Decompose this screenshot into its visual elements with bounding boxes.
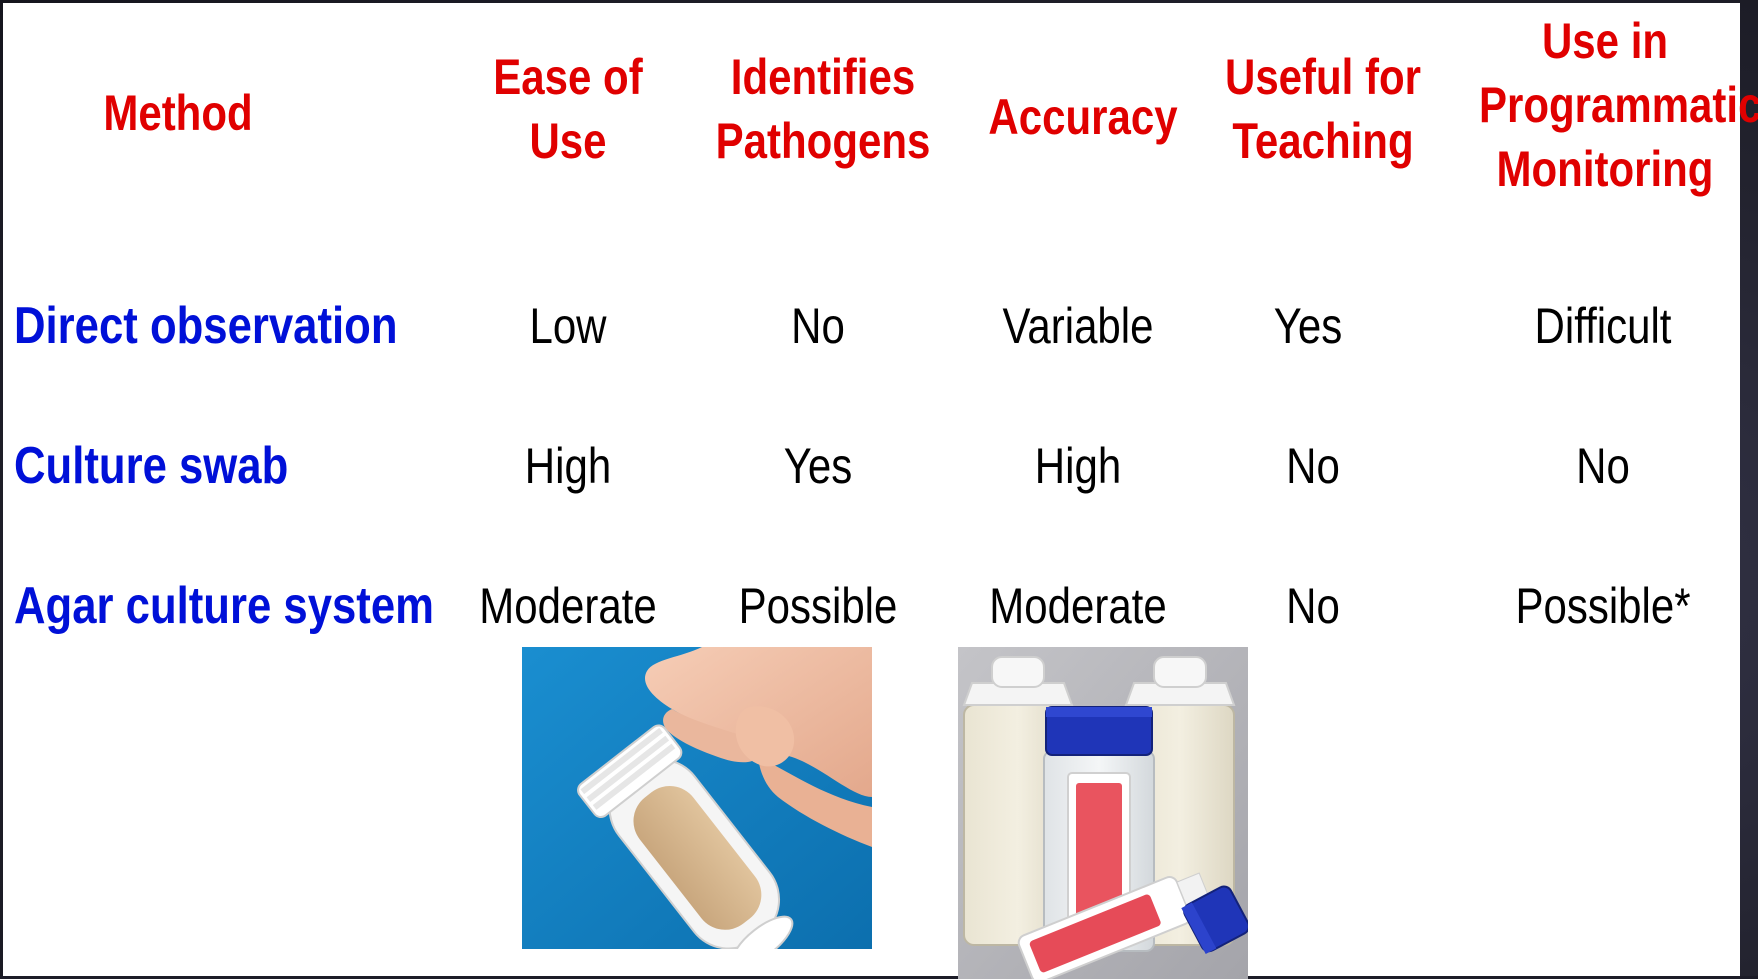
contact-slide-illustration — [522, 647, 872, 949]
cell-direct-observation-accuracy: Variable — [1002, 298, 1154, 354]
cell-culture-swab-pathogens: Yes — [783, 438, 853, 494]
row-label-direct-observation: Direct observation — [14, 297, 398, 355]
cell-direct-observation-ease: Low — [529, 298, 607, 354]
cell-direct-observation-teaching: Yes — [1273, 298, 1343, 354]
cell-agar-teaching: No — [1286, 578, 1340, 634]
header-identifies-pathogens: Identifies Pathogens — [715, 49, 931, 169]
dipslide-illustration — [958, 647, 1248, 979]
header-useful-for-teaching: Useful for Teaching — [1224, 49, 1422, 169]
cell-direct-observation-pathogens: No — [791, 298, 845, 354]
row-label-agar-culture-system: Agar culture system — [14, 577, 434, 635]
cell-culture-swab-accuracy: High — [1034, 438, 1122, 494]
header-programmatic-monitoring: Use in Programmatic Monitoring — [1479, 13, 1758, 197]
hand-holding-contact-slide-photo — [522, 647, 872, 949]
cell-direct-observation-monitoring: Difficult — [1534, 298, 1672, 354]
cell-agar-accuracy: Moderate — [989, 578, 1167, 634]
header-accuracy: Accuracy — [988, 89, 1178, 145]
cell-culture-swab-teaching: No — [1286, 438, 1340, 494]
cell-agar-pathogens: Possible — [738, 578, 898, 634]
header-method: Method — [103, 85, 253, 141]
cell-agar-monitoring: Possible* — [1515, 578, 1691, 634]
cell-culture-swab-monitoring: No — [1576, 438, 1630, 494]
row-label-culture-swab: Culture swab — [14, 437, 289, 495]
cell-culture-swab-ease: High — [524, 438, 612, 494]
slide: Method Ease of Use Identifies Pathogens … — [3, 3, 1758, 979]
cell-agar-ease: Moderate — [479, 578, 657, 634]
header-ease-of-use: Ease of Use — [493, 49, 643, 169]
agar-dipslide-containers-photo — [958, 647, 1248, 979]
